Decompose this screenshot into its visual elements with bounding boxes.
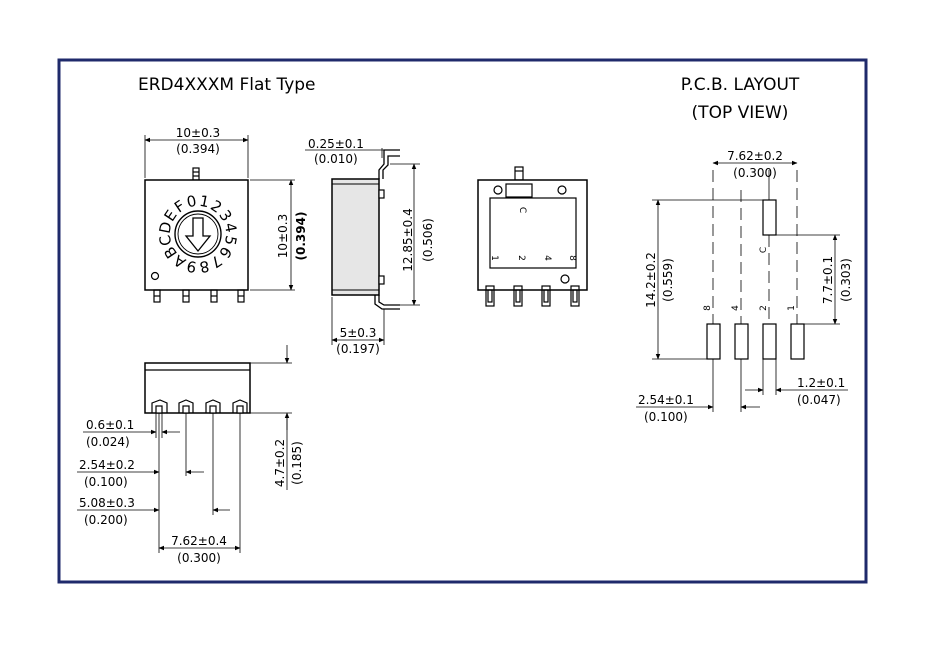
- drawing-frame: [57, 58, 868, 584]
- bottom-span-mm: 7.62±0.4: [171, 534, 227, 548]
- pcb-pad-label-8: 8: [703, 305, 713, 311]
- arrow-down-icon: [184, 217, 212, 253]
- back-common-label: C: [517, 207, 527, 213]
- pcb-pad-label-1: 1: [787, 305, 797, 311]
- front-height-in: (0.394): [294, 212, 308, 261]
- pcb-pad-label-4: 4: [731, 305, 741, 311]
- dial-digit-4: 4: [221, 221, 241, 234]
- pcb-common-label: C: [759, 247, 769, 253]
- side-height-in: (0.506): [421, 218, 435, 262]
- pcb-pitch-in: (0.100): [644, 410, 688, 424]
- pcb-rowgap-in: (0.303): [839, 258, 853, 302]
- bottom-height-in: (0.185): [290, 441, 304, 485]
- pcb-layout: [636, 160, 848, 412]
- dial-digit-0: 0: [185, 192, 198, 212]
- pcb-pitch-mm: 2.54±0.1: [638, 393, 694, 407]
- back-pin-label-2: 2: [516, 255, 526, 261]
- pcb-span-in: (0.300): [733, 166, 777, 180]
- dial-digit-5: 5: [221, 234, 241, 247]
- pcb-span-mm: 7.62±0.2: [727, 149, 783, 163]
- pcb-pad-1: [790, 323, 805, 360]
- drawing-title: ERD4XXXM Flat Type: [138, 75, 316, 95]
- bottom-height-mm: 4.7±0.2: [273, 439, 287, 487]
- side-lead-in: (0.010): [314, 152, 358, 166]
- side-height-mm: 12.85±0.4: [401, 208, 415, 272]
- bottom-span-in: (0.300): [177, 551, 221, 565]
- pcb-pad-common: [762, 199, 777, 236]
- dial-digit-9: 9: [185, 257, 198, 277]
- bottom-pitch-in: (0.100): [84, 475, 128, 489]
- pcb-pad-2: [762, 323, 777, 360]
- dial-digit-c: C: [156, 234, 176, 248]
- side-depth-mm: 5±0.3: [340, 326, 377, 340]
- dial-digit-d: D: [156, 220, 176, 235]
- front-height-mm: 10±0.3: [276, 214, 290, 258]
- pcb-subtitle: (TOP VIEW): [692, 103, 789, 123]
- pcb-title: P.C.B. LAYOUT: [681, 75, 800, 95]
- pcb-padwidth-mm: 1.2±0.1: [797, 376, 845, 390]
- back-pin-label-1: 1: [489, 255, 499, 261]
- side-lead-mm: 0.25±0.1: [308, 137, 364, 151]
- back-view: [477, 166, 588, 307]
- side-depth-in: (0.197): [336, 342, 380, 356]
- front-pins: [153, 289, 245, 303]
- bottom-view: [77, 345, 292, 553]
- pcb-length-in: (0.559): [661, 258, 675, 302]
- switch-body-side: [331, 178, 380, 296]
- front-width-mm: 10±0.3: [176, 126, 220, 140]
- pcb-rowgap-mm: 7.7±0.1: [821, 256, 835, 304]
- pcb-length-mm: 14.2±0.2: [644, 252, 658, 308]
- bottom-pitch2-in: (0.200): [84, 513, 128, 527]
- switch-body-front: [144, 179, 249, 291]
- bottom-pinwidth-mm: 0.6±0.1: [86, 418, 134, 432]
- back-pin-label-8: 8: [567, 255, 577, 261]
- dial-digit-8: 8: [198, 257, 211, 277]
- front-view: [144, 135, 295, 303]
- pcb-pad-label-2: 2: [759, 305, 769, 311]
- side-view: [305, 148, 420, 345]
- back-pin-label-4: 4: [542, 255, 552, 261]
- pcb-pad-4: [734, 323, 749, 360]
- bottom-pinwidth-in: (0.024): [86, 435, 130, 449]
- bottom-pitch2-mm: 5.08±0.3: [79, 496, 135, 510]
- pcb-padwidth-in: (0.047): [797, 393, 841, 407]
- dial-digit-1: 1: [198, 192, 211, 212]
- pcb-pad-8: [706, 323, 721, 360]
- bottom-pitch-mm: 2.54±0.2: [79, 458, 135, 472]
- front-width-in: (0.394): [176, 142, 220, 156]
